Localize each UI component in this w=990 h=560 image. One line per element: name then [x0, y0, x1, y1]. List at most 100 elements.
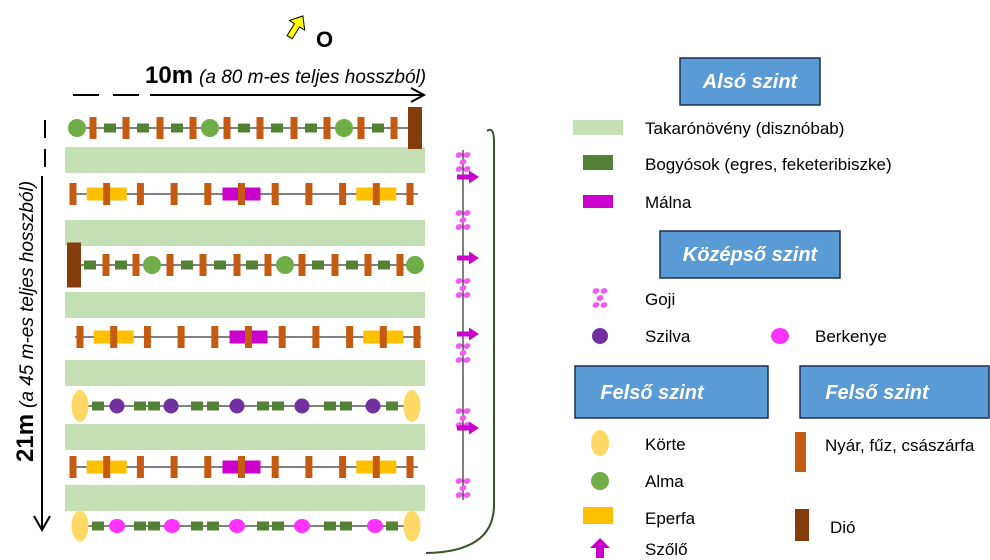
goji-petal [459, 485, 467, 491]
goji-petal [463, 292, 471, 298]
poplar-willow-paulownia-icon [223, 117, 231, 139]
poplar-willow-paulownia-icon [390, 117, 398, 139]
level-label-lower: Alsó szint [702, 71, 799, 93]
poplar-willow-paulownia-icon [312, 326, 320, 348]
horizontal-scale: 10m (a 80 m-es teljes hosszból) [73, 62, 427, 103]
poplar-willow-paulownia-icon [372, 456, 380, 478]
goji-icon [455, 478, 471, 498]
poplar-willow-paulownia-icon [69, 183, 77, 205]
grape-arrow-icon [457, 327, 479, 341]
plum-tree-icon [229, 398, 245, 414]
goji-petal [463, 343, 471, 349]
poplar-willow-paulownia-icon [199, 254, 207, 276]
apple-tree-icon [406, 256, 424, 274]
poplar-willow-paulownia-icon [298, 254, 306, 276]
poplar-willow-paulownia-icon [156, 117, 164, 139]
berry-bush-icon [246, 260, 258, 270]
goji-petal [455, 343, 463, 349]
poplar-willow-paulownia-icon [103, 183, 111, 205]
cover-crop-swatch-icon [573, 120, 623, 135]
berry-bush-icon [115, 260, 127, 270]
poplar-willow-paulownia-icon [406, 183, 414, 205]
goji-icon [455, 210, 471, 230]
legend-label-nyar: Nyár, fűz, császárfa [825, 436, 975, 455]
poplar-willow-paulownia-icon [245, 326, 252, 348]
legend: Alsó szint Takarónövény (disznóbab) Bogy… [573, 57, 990, 559]
mulberry-icon [583, 507, 613, 524]
pear-tree-icon [71, 510, 89, 542]
cover-crop-band [65, 147, 425, 173]
walnut-tree-icon [408, 107, 422, 149]
berry-bush-icon [372, 123, 384, 133]
level-box-upper-2 [799, 365, 990, 419]
berry-bush-icon [583, 155, 613, 170]
level-label-middle: Középső szint [683, 244, 819, 266]
legend-label-takaronoveny: Takarónövény (disznóbab) [645, 119, 844, 138]
apple-tree-icon [335, 119, 353, 137]
poplar-willow-paulownia-icon [264, 254, 272, 276]
pear-tree-icon [591, 430, 609, 456]
horizontal-scale-label: 10m (a 80 m-es teljes hosszból) [145, 62, 426, 89]
goji-petal [459, 415, 467, 421]
poplar-willow-paulownia-icon [233, 254, 241, 276]
walnut-tree-icon [795, 509, 809, 541]
berry-bush-icon [257, 401, 269, 411]
poplar-willow-paulownia-icon [406, 456, 414, 478]
level-box-middle [659, 230, 841, 279]
poplar-willow-paulownia-icon [413, 326, 421, 348]
goji-petal [455, 210, 463, 216]
poplar-willow-paulownia-icon [204, 456, 212, 478]
goji-petal [455, 166, 463, 172]
goji-petal [463, 278, 471, 284]
berry-bush-icon [271, 123, 283, 133]
poplar-willow-paulownia-icon [346, 326, 354, 348]
goji-petal [455, 408, 463, 414]
poplar-willow-paulownia-icon [89, 117, 97, 139]
goji-petal [463, 210, 471, 216]
berry-bush-icon [181, 260, 193, 270]
horizontal-arrowhead-icon [410, 87, 427, 103]
poplar-willow-paulownia-icon [372, 183, 380, 205]
goji-petal [463, 357, 471, 363]
compass: O [286, 15, 333, 52]
goji-petal [600, 302, 608, 308]
legend-label-alma: Alma [645, 472, 684, 491]
poplar-willow-paulownia-icon [256, 117, 264, 139]
plum-tree-icon [592, 328, 608, 344]
poplar-willow-paulownia-icon [102, 254, 110, 276]
poplar-willow-paulownia-icon [132, 254, 140, 276]
legend-label-eperfa: Eperfa [645, 509, 696, 528]
poplar-willow-paulownia-icon [238, 183, 245, 205]
rowan-tree-icon [164, 519, 180, 533]
poplar-willow-paulownia-icon [76, 326, 84, 348]
legend-label-dio: Dió [830, 518, 856, 537]
vertical-arrowhead-icon [33, 515, 51, 533]
rowan-tree-icon [294, 519, 310, 533]
vertical-scale: 21m(a 45 m-es teljes hosszból) [12, 120, 51, 533]
walnut-tree-icon [67, 242, 81, 288]
level-label-upper-1: Felső szint [600, 382, 705, 404]
berry-bush-icon [104, 123, 116, 133]
north-arrow-icon [286, 15, 306, 40]
plum-tree-icon [163, 398, 179, 414]
raspberry-icon [583, 195, 613, 208]
berry-bush-icon [207, 521, 219, 531]
berry-bush-icon [171, 123, 183, 133]
vertical-scale-note: (a 45 m-es teljes hosszból) [17, 181, 38, 408]
goji-petal [463, 166, 471, 172]
poplar-willow-paulownia-icon [170, 183, 178, 205]
berry-bush-icon [386, 521, 398, 531]
rowan-tree-icon [229, 519, 245, 533]
poplar-willow-paulownia-icon [331, 254, 339, 276]
legend-label-szolo: Szőlő [645, 540, 688, 559]
horizontal-scale-note: (a 80 m-es teljes hosszból) [199, 67, 426, 88]
berry-bush-icon [214, 260, 226, 270]
poplar-willow-paulownia-icon [271, 456, 279, 478]
pear-tree-icon [403, 510, 421, 542]
poplar-willow-paulownia-icon [364, 254, 372, 276]
plum-tree-icon [365, 398, 381, 414]
goji-icon [455, 343, 471, 363]
horizontal-scale-value: 10m [145, 62, 193, 89]
poplar-willow-paulownia-icon [69, 456, 77, 478]
apple-tree-icon [591, 472, 609, 490]
